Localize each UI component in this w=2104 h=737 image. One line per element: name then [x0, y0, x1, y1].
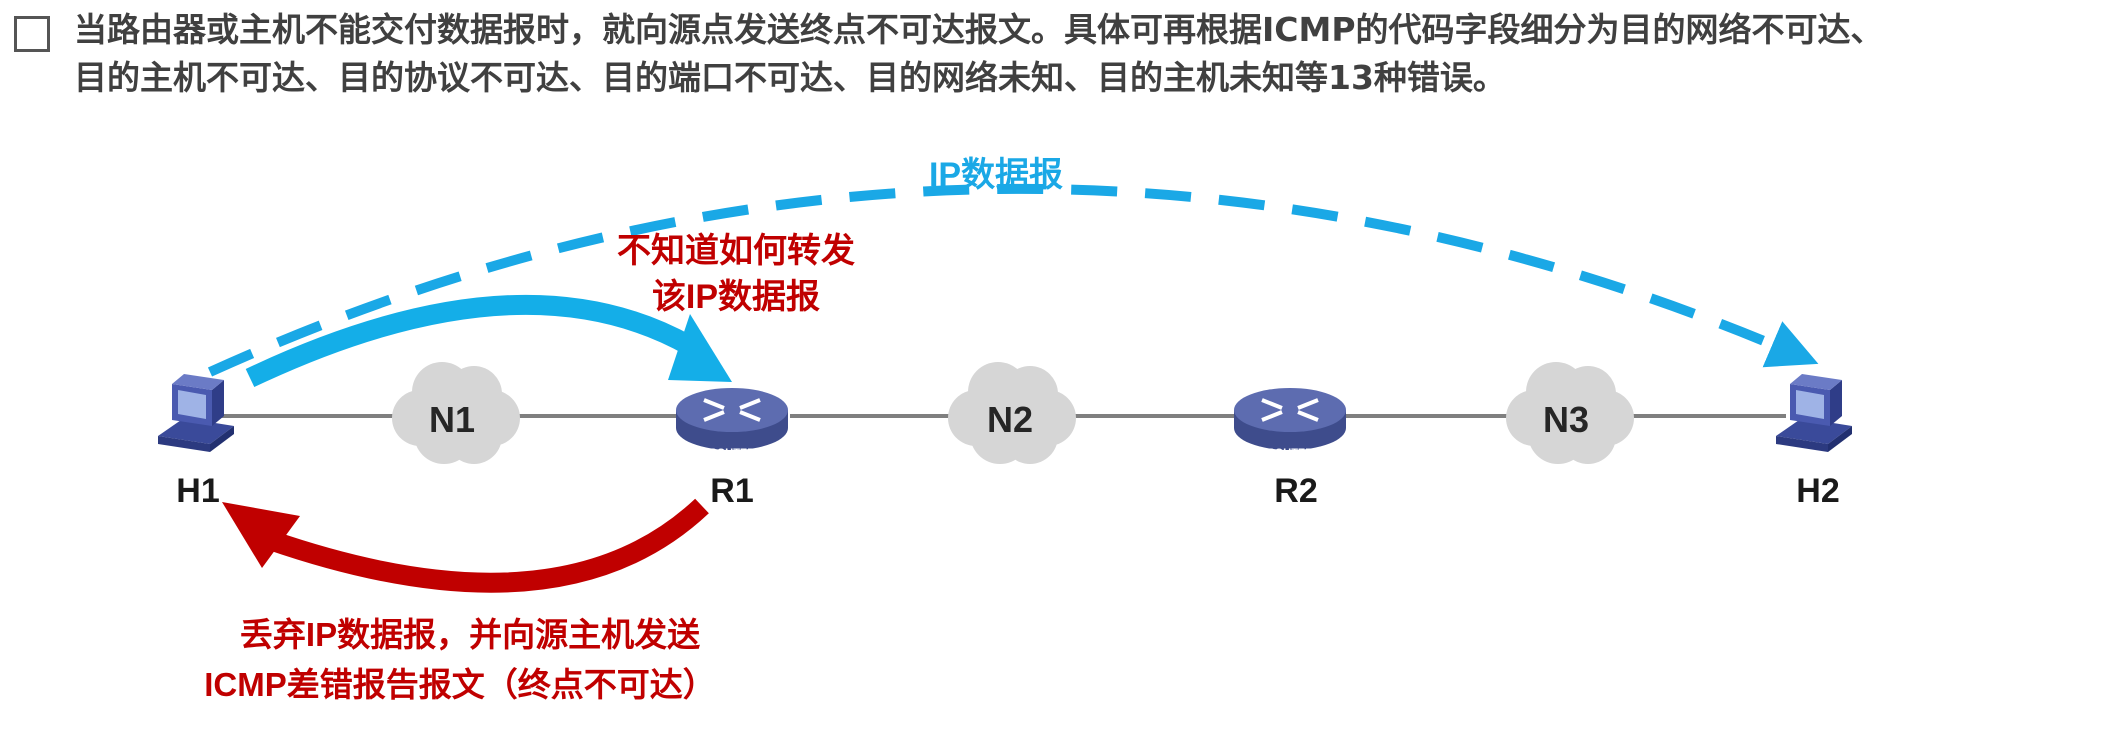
intro-line-2: 目的主机不可达、目的协议不可达、目的端口不可达、目的网络未知、目的主机未知等13…	[74, 58, 1506, 97]
network-label-n2: N2	[987, 399, 1033, 440]
intro-paragraph: 当路由器或主机不能交付数据报时，就向源点发送终点不可达报文。具体可再根据ICMP…	[74, 6, 2084, 102]
unknown-forward-label-line-1: 不知道如何转发	[617, 232, 855, 270]
router-label-r2: R2	[1274, 472, 1317, 510]
router-badge-r2: ROUTER	[1267, 447, 1314, 459]
network-label-n1: N1	[429, 399, 475, 440]
forward-arrowhead	[668, 314, 732, 382]
router-badge-r1: ROUTER	[709, 447, 756, 459]
bullet-checkbox-icon	[14, 16, 50, 52]
host-label-h1: H1	[176, 472, 219, 510]
host-h1-icon	[158, 374, 234, 452]
discard-label-line-2: ICMP差错报告报文（终点不可达）	[204, 666, 716, 703]
router-r1-icon	[674, 386, 790, 452]
router-label-r1: R1	[710, 472, 753, 510]
unknown-forward-label-line-2: 该IP数据报	[652, 278, 820, 316]
host-h2-icon	[1776, 374, 1852, 452]
router-r2-icon	[1232, 386, 1348, 452]
discard-label-line-1: 丢弃IP数据报，并向源主机发送	[240, 616, 700, 653]
ip-datagram-label: IP数据报	[929, 156, 1063, 194]
host-label-h2: H2	[1796, 472, 1839, 510]
network-label-n3: N3	[1543, 399, 1589, 440]
icmp-error-arrow-r1-h1	[266, 498, 709, 593]
forward-arrow-h1-r1	[245, 294, 695, 388]
ip-datagram-dashed-arrow	[207, 184, 1819, 377]
intro-line-1: 当路由器或主机不能交付数据报时，就向源点发送终点不可达报文。具体可再根据ICMP…	[74, 10, 1884, 49]
icmp-error-arrowhead	[222, 502, 300, 568]
